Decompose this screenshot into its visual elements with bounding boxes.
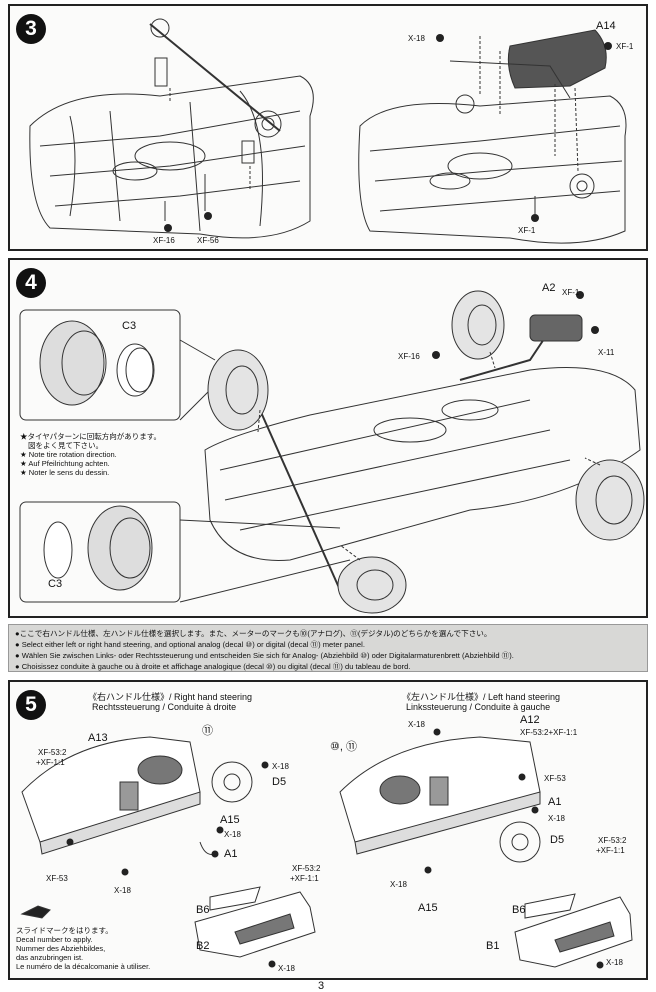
label-b6: B6 [196,904,210,916]
right-hand-header: 《右ハンドル仕様》/ Right hand steering [88,692,253,702]
label-xf1: +XF-1:1 [290,874,319,883]
label-xf1: XF-1 [562,288,580,297]
label-a14: A14 [596,20,616,32]
steering-selection-instructions: ●ここで右ハンドル仕様、左ハンドル仕様を選択します。また、メーターのマークも⑩(… [8,624,648,672]
label-x18: X-18 [390,880,407,889]
label-d5: D5 [272,776,287,788]
label-xf53: XF-53:2 [38,748,67,757]
left-hand-header-sub: Linkssteuerung / Conduite à gauche [406,702,551,712]
label-a15: A15 [220,814,240,826]
label-a1: A1 [548,796,562,808]
step-5-panel: 5 《右ハンドル仕様》/ Right hand steering Rechtss… [8,680,648,980]
label-xf1: XF-1 [616,42,634,51]
decal-number-label: ⑪ [202,725,213,737]
label-xf16: XF-16 [153,236,175,245]
label-b6: B6 [512,904,526,916]
instruction-en: ● Select either left or right hand steer… [15,640,365,649]
label-x18: X-18 [278,964,295,973]
label-b1: B1 [486,940,500,952]
decal-note: スライドマークをはります。 Decal number to apply. Num… [16,926,151,971]
step-3-panel: 3 [8,4,648,251]
label-xf16: XF-16 [398,352,420,361]
label-xf53: XF-53:2+XF-1:1 [520,728,578,737]
label-a2: A2 [542,282,556,294]
label-xf1: +XF-1:1 [596,846,625,855]
instruction-de: ● Wählen Sie zwischen Links- oder Rechts… [15,651,514,660]
label-x18: X-18 [606,958,623,967]
label-xf1: XF-1 [518,226,536,235]
page-number: 3 [318,980,325,992]
label-x18: X-18 [408,34,425,43]
label-x11: X-11 [598,348,615,357]
left-hand-header: 《左ハンドル仕様》/ Left hand steering [402,692,561,702]
step-number: 3 [16,14,46,44]
label-x18: X-18 [272,762,289,771]
label-xf53: XF-53:2 [598,836,627,845]
label-a1: A1 [224,848,238,860]
label-c3: C3 [122,320,137,332]
decal-number-label: ⑩, ⑪ [330,741,357,753]
instruction-fr: ● Choisissez conduite à gauche ou à droi… [15,662,411,671]
instruction-jp: ●ここで右ハンドル仕様、左ハンドル仕様を選択します。また、メーターのマークも⑩(… [15,629,492,638]
label-x18: X-18 [224,830,241,839]
label-a13: A13 [88,732,108,744]
label-a12: A12 [520,714,540,726]
label-x18: X-18 [114,886,131,895]
step-4-illustration [19,290,645,614]
label-b2: B2 [196,940,210,952]
label-d5: D5 [550,834,565,846]
label-xf1: +XF-1:1 [36,758,65,767]
step-3-illustration [29,18,627,244]
right-hand-header-sub: Rechtssteuerung / Conduite à droite [92,702,237,712]
label-xf53: XF-53 [46,874,68,883]
step-number: 5 [16,690,46,720]
label-c3: C3 [48,578,63,590]
step-5-illustration [20,728,633,969]
label-a15: A15 [418,902,438,914]
label-xf53: XF-53:2 [292,864,321,873]
label-xf56: XF-56 [197,236,219,245]
label-x18: X-18 [548,814,565,823]
label-xf53: XF-53 [544,774,566,783]
tire-rotation-note: ★タイヤパターンに回転方向があります。 図をよく見て下さい。 ★ Note ti… [20,432,161,477]
label-x18: X-18 [408,720,425,729]
step-number: 4 [16,268,46,298]
step-4-panel: 4 [8,258,648,618]
